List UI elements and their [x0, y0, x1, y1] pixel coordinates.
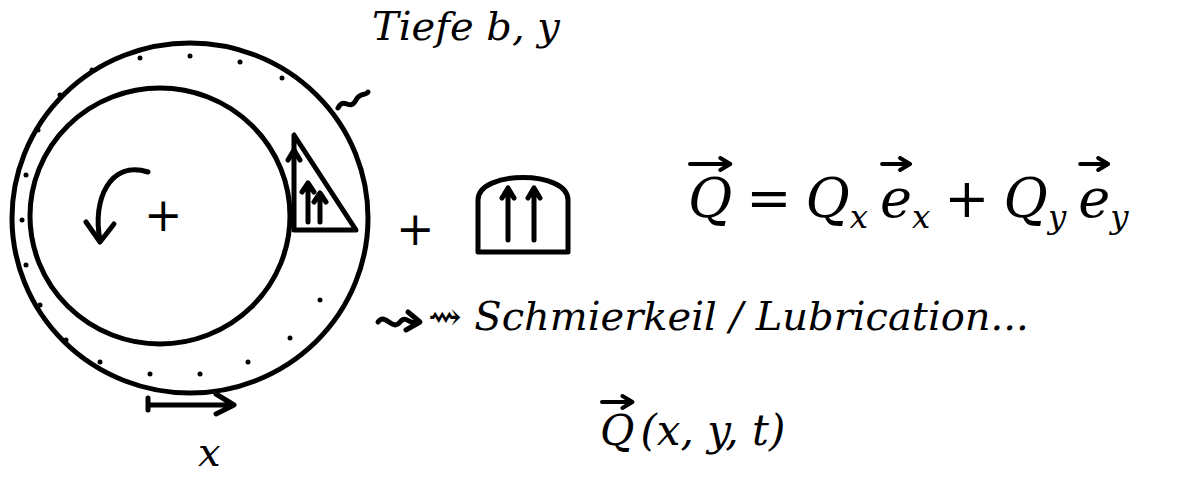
vector-arrow	[602, 396, 632, 408]
load-arrows	[502, 188, 540, 240]
subscript: x	[850, 201, 868, 233]
rotation-arrow	[98, 170, 148, 240]
formula-symbol: +	[944, 172, 989, 226]
formula-symbol: (x, y, t)	[640, 410, 785, 452]
vector-arrow	[882, 158, 910, 170]
plus-sign: +	[396, 206, 435, 252]
note-text: ⇝ Schmierkeil / Lubrication...	[428, 296, 1029, 336]
wedge-arrows	[288, 150, 326, 222]
formula-symbol: Q	[806, 172, 850, 226]
wave-arrow	[378, 312, 420, 330]
inner-circle	[30, 88, 290, 344]
axis-label: x	[198, 432, 221, 472]
rotation-arrow-head	[86, 222, 114, 242]
force-function: Q(x, y, t)	[600, 410, 785, 452]
load-shape	[478, 178, 568, 253]
outer-ring	[12, 43, 368, 393]
formula-symbol: Q	[600, 410, 634, 452]
subscript: y	[1110, 201, 1128, 233]
subscript: x	[912, 201, 930, 233]
x-axis-arrow	[148, 394, 234, 414]
force-formula: Q=Qxex+Qyey	[688, 172, 1128, 234]
wedge-triangle	[294, 135, 356, 230]
leader-squiggle	[338, 92, 368, 108]
formula-symbol: e	[1078, 172, 1110, 226]
vector-arrow	[690, 158, 730, 170]
formula-symbol: Q	[688, 172, 732, 226]
plus-sign: +	[144, 192, 183, 238]
subscript: y	[1048, 201, 1066, 233]
formula-symbol: Q	[1004, 172, 1048, 226]
depth-label: Tiefe b, y	[372, 6, 560, 46]
film-dots	[20, 54, 323, 377]
vector-arrow	[1080, 158, 1108, 170]
formula-symbol: =	[746, 172, 791, 226]
formula-symbol: e	[880, 172, 912, 226]
